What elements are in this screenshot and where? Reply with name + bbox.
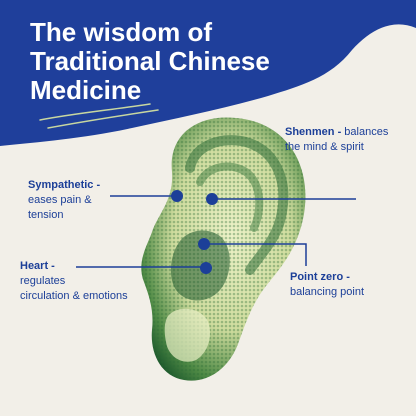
label-point-zero: Point zero - balancing point [290,270,364,300]
dot-point-zero [198,238,210,250]
ear-helix-fold [185,135,289,275]
label-heart: Heart - regulates circulation & emotions [20,259,128,304]
label-shenmen-desc2: the mind & spirit [285,141,364,153]
ear-concha [170,230,230,301]
label-heart-desc2: circulation & emotions [20,290,128,302]
ear-illustration [141,117,306,381]
header-banner [0,0,416,146]
title-line-3: Medicine [30,75,142,105]
label-point-zero-desc1: balancing point [290,286,365,298]
label-sympathetic-desc1: eases pain & [28,194,92,206]
dot-shenmen [206,193,218,205]
dot-sympathetic [171,190,183,202]
title-line-2: Traditional Chinese [30,46,270,76]
label-sympathetic-desc2: tension [28,209,64,221]
label-shenmen-desc1: balances [344,126,389,138]
page-title: The wisdom of Traditional Chinese Medici… [30,18,270,105]
title-line-1: The wisdom of [30,17,212,47]
label-sympathetic: Sympathetic - eases pain & tension [28,178,100,223]
label-heart-desc1: regulates [20,275,66,287]
label-sympathetic-name: Sympathetic - [28,179,101,191]
label-shenmen: Shenmen - balances the mind & spirit [285,125,388,155]
line-point-zero [204,243,307,266]
ear-lobe [164,308,211,362]
connector-lines [76,195,356,268]
dot-heart [200,262,212,274]
ear-antihelix [196,162,264,232]
label-heart-name: Heart - [20,260,55,272]
squiggle-underline [39,103,159,129]
label-shenmen-name: Shenmen - [285,126,342,138]
label-point-zero-name: Point zero - [290,271,350,283]
